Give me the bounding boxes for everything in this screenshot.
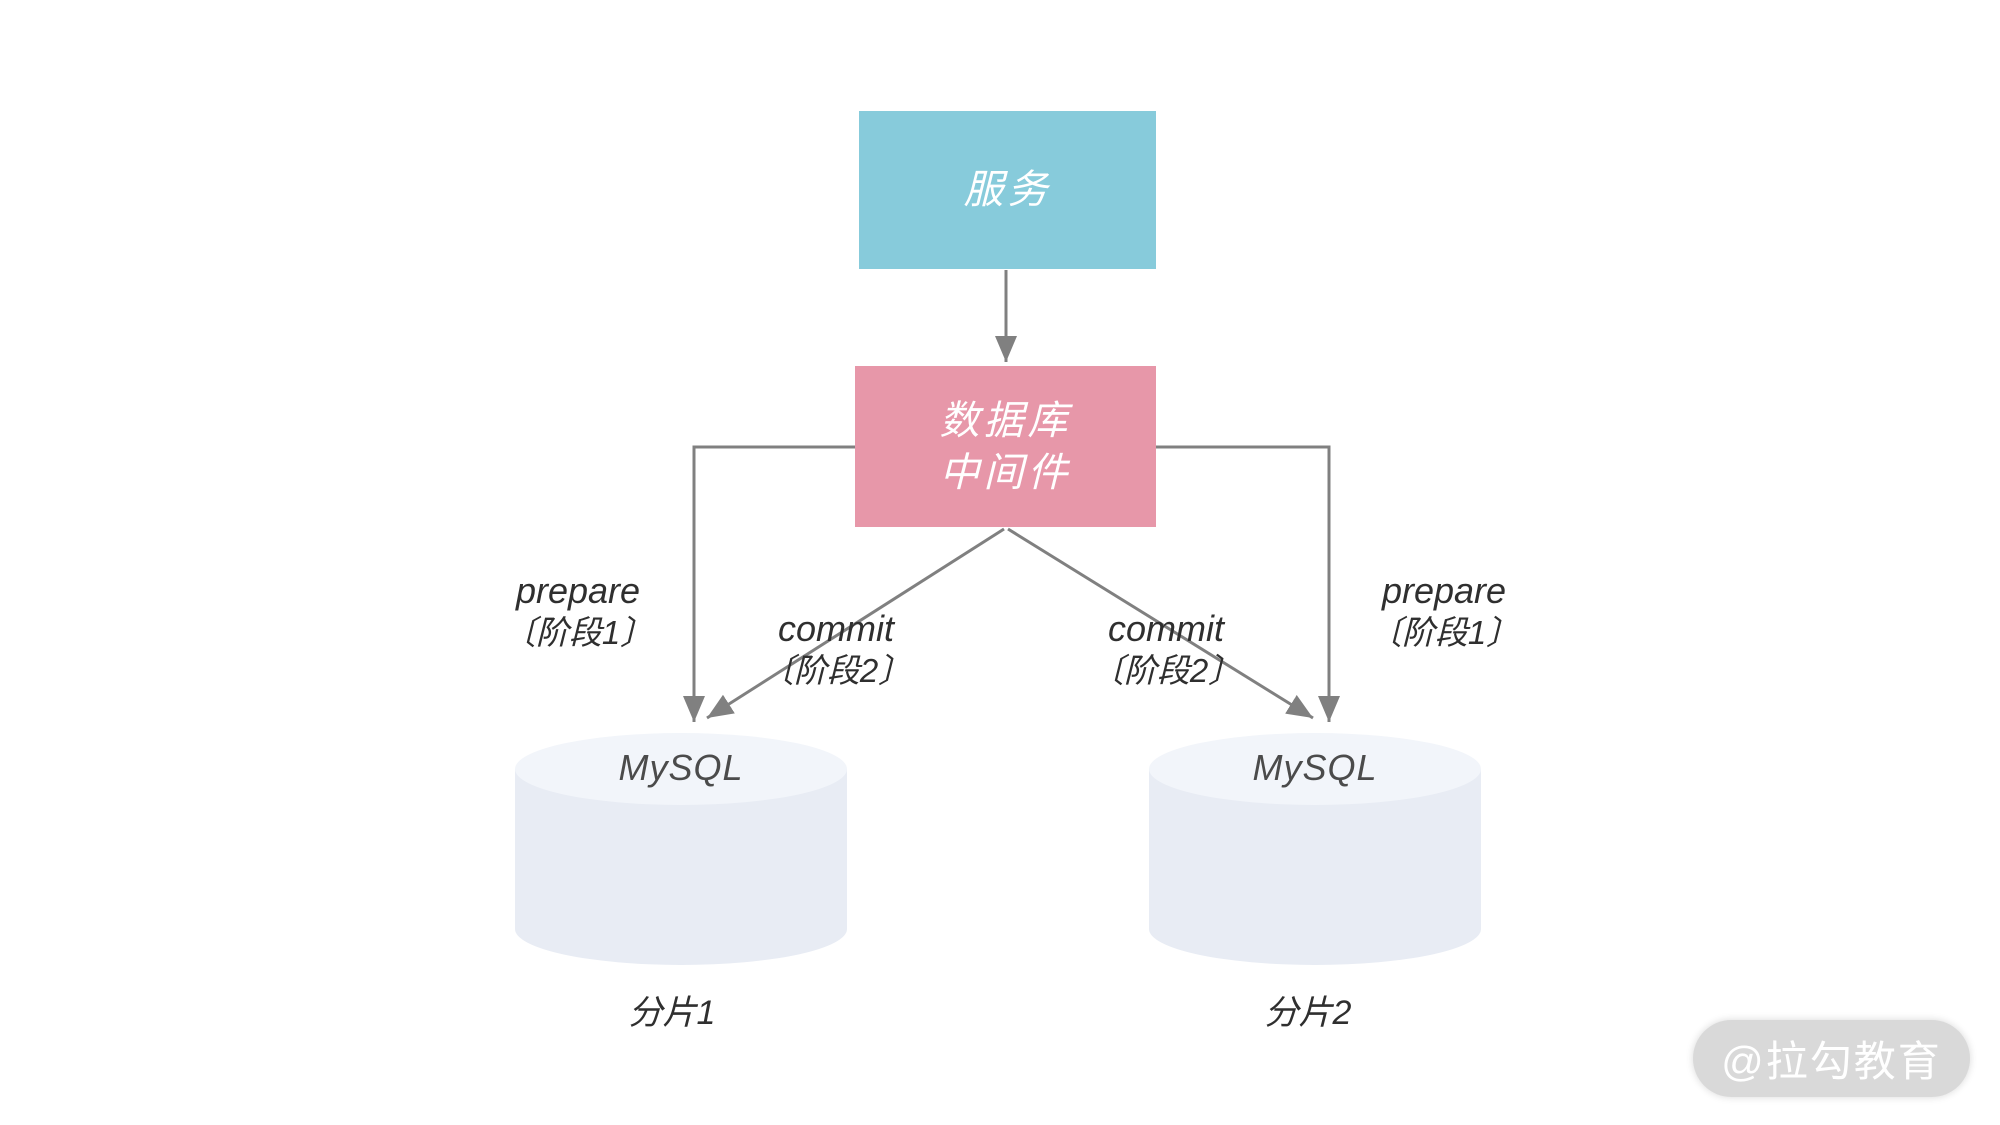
watermark-badge: @拉勾教育 xyxy=(1693,1020,1970,1097)
shard2-cylinder-top xyxy=(1149,733,1481,805)
commit-right-label: commit 〔阶段2〕 xyxy=(1091,608,1241,692)
prepare-right-label: prepare 〔阶段1〕 xyxy=(1369,570,1519,654)
edge-commit-shard1 xyxy=(706,527,1005,720)
prepare-left-label-line1: prepare xyxy=(515,570,641,611)
commit-left-label-line2: 〔阶段2〕 xyxy=(760,652,912,689)
commit-right-label-line1: commit xyxy=(1107,608,1224,649)
prepare-right-label-line1: prepare xyxy=(1381,570,1507,611)
commit-left-label-line1: commit xyxy=(777,608,894,649)
edge-prepare-shard2 xyxy=(1156,445,1340,722)
shard2-database-cylinder: MySQL xyxy=(1149,733,1481,965)
edge-prepare-shard1 xyxy=(683,445,855,722)
service-node: 服务 xyxy=(859,111,1156,269)
commit-left-label: commit 〔阶段2〕 xyxy=(761,608,911,692)
prepare-left-label: prepare 〔阶段1〕 xyxy=(503,570,653,654)
shard1-db-label: MySQL xyxy=(618,747,744,788)
shard2-db-label: MySQL xyxy=(1252,747,1378,788)
edge-commit-shard2 xyxy=(1007,527,1314,720)
shard1-database-cylinder: MySQL xyxy=(515,733,847,965)
shard1-caption: 分片1 xyxy=(628,994,716,1032)
shard2-caption: 分片2 xyxy=(1264,994,1352,1032)
service-node-label: 服务 xyxy=(963,168,1052,212)
prepare-right-label-line2: 〔阶段1〕 xyxy=(1368,614,1520,651)
middleware-node-label-line2: 中间件 xyxy=(939,450,1072,495)
commit-right-label-line2: 〔阶段2〕 xyxy=(1090,652,1242,689)
shard1-cylinder-top xyxy=(515,733,847,805)
shard2-cylinder-bottom xyxy=(1149,893,1481,965)
shard1-cylinder-bottom xyxy=(515,893,847,965)
watermark-text: @拉勾教育 xyxy=(1721,1038,1942,1085)
middleware-node-label-line1: 数据库 xyxy=(939,398,1072,443)
prepare-left-label-line2: 〔阶段1〕 xyxy=(502,614,654,651)
middleware-node: 数据库 中间件 xyxy=(855,366,1156,527)
